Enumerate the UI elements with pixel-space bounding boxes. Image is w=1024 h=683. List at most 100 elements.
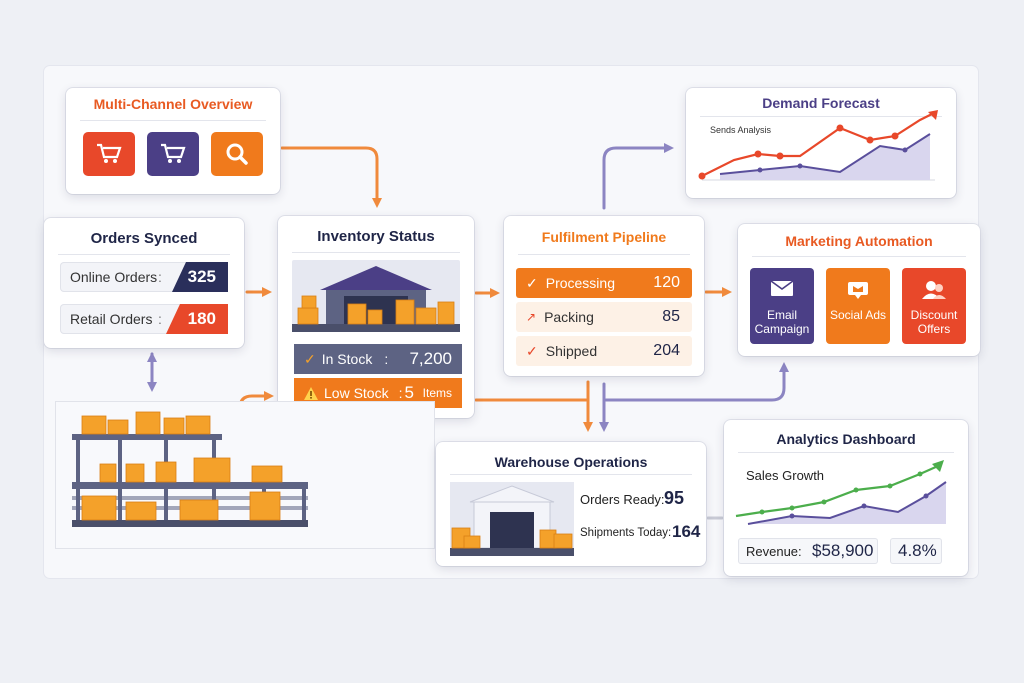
fulfilment-pipeline-title: Fulfilment Pipeline xyxy=(541,229,667,245)
separator: : xyxy=(398,385,403,401)
online-orders-row[interactable]: Online Orders : 325 xyxy=(60,262,228,292)
sales-point xyxy=(923,493,929,499)
retail-orders-row[interactable]: Retail Orders : 180 xyxy=(60,304,228,334)
check-icon: ✓ xyxy=(304,350,316,367)
retail-orders-label: Retail Orders xyxy=(70,311,153,327)
orders-ready-row[interactable]: Orders Ready: 95 xyxy=(580,488,696,512)
marketing-automation-title: Marketing Automation xyxy=(785,233,933,249)
arrow-up-icon xyxy=(928,110,938,120)
inventory-status-card: Inventory Status ✓ In Stock : 7,200 Low … xyxy=(278,216,474,418)
packing-value: 85 xyxy=(662,308,680,325)
trend-icon: ↗ xyxy=(526,310,537,324)
separator: : xyxy=(158,269,162,285)
divider xyxy=(450,474,692,475)
arrow-to-marketing xyxy=(604,362,789,402)
orders-ready-value: 95 xyxy=(664,488,685,508)
orders-ready-label: Orders Ready: xyxy=(580,492,665,507)
orders-synced-card: Orders Synced Online Orders : 325 Retail… xyxy=(44,218,244,348)
low-stock-unit: Items xyxy=(422,386,452,400)
packing-label: Packing xyxy=(544,309,594,325)
forecast-series-red xyxy=(701,111,937,177)
forecast-point xyxy=(836,124,844,132)
percent-value: 4.8% xyxy=(898,541,937,560)
search-button[interactable] xyxy=(211,132,263,176)
check-icon: ✓ xyxy=(526,274,538,291)
storage-shelves-illustration xyxy=(72,411,308,527)
people-icon xyxy=(922,281,946,299)
inventory-status-title: Inventory Status xyxy=(317,228,435,245)
sales-point xyxy=(853,487,859,493)
cart-button-purple[interactable] xyxy=(147,132,199,176)
megaphone-icon xyxy=(848,282,868,299)
in-stock-value: 7,200 xyxy=(409,349,452,368)
shipments-today-row[interactable]: Shipments Today: 164 xyxy=(580,522,702,546)
social-ads-label: Social Ads xyxy=(829,308,887,322)
envelope-icon xyxy=(770,280,794,296)
online-orders-value: 325 xyxy=(187,267,216,286)
cart-icon xyxy=(161,143,186,163)
forecast-point xyxy=(698,172,706,180)
analytics-dashboard-card: Analytics Dashboard Sales Growth Revenue… xyxy=(724,420,968,576)
forecast-line-chart xyxy=(698,110,938,181)
shipped-row[interactable]: ✓ Shipped 204 xyxy=(516,336,692,366)
divider xyxy=(700,116,942,117)
multi-channel-card: Multi-Channel Overview xyxy=(66,88,280,194)
email-campaign-tile[interactable]: Email Campaign xyxy=(750,268,814,344)
packing-row[interactable]: ↗ Packing 85 xyxy=(516,302,692,332)
warehouse-operations-card: Warehouse Operations Orders Ready: 95 Sh… xyxy=(436,442,706,566)
warning-icon xyxy=(304,386,318,400)
arrow-to-forecast xyxy=(602,143,674,210)
forecast-point xyxy=(866,136,874,144)
retail-orders-badge: 180 xyxy=(166,304,228,334)
forecast-point xyxy=(902,147,908,153)
in-stock-row[interactable]: ✓ In Stock : 7,200 xyxy=(294,344,462,374)
processing-value: 120 xyxy=(653,274,680,291)
arrow-up-icon xyxy=(932,460,944,472)
discount-offers-tile[interactable]: Discount Offers xyxy=(902,268,966,344)
marketing-automation-card: Marketing Automation Email Campaign Soci… xyxy=(738,224,980,356)
email-campaign-label: Email Campaign xyxy=(754,308,810,336)
divider xyxy=(752,256,966,257)
sales-point xyxy=(861,503,867,509)
cart-button-red[interactable] xyxy=(83,132,135,176)
low-stock-value: 5 xyxy=(404,383,414,402)
online-orders-label: Online Orders xyxy=(70,269,158,285)
forecast-area xyxy=(720,134,930,180)
demand-forecast-title: Demand Forecast xyxy=(762,95,880,111)
sales-area xyxy=(748,482,946,524)
sales-point xyxy=(887,483,893,489)
separator: : xyxy=(158,311,162,327)
divider xyxy=(80,120,266,121)
divider xyxy=(518,254,690,255)
divider xyxy=(292,252,460,253)
fulfilment-pipeline-card: Fulfilment Pipeline ✓ Processing 120 ↗ P… xyxy=(504,216,704,376)
revenue-box[interactable]: Revenue: $58,900 xyxy=(738,538,878,564)
forecast-point xyxy=(754,150,762,158)
check-icon: ✓ xyxy=(526,342,538,359)
forecast-point xyxy=(797,163,803,169)
shelves-panel xyxy=(56,402,434,548)
online-orders-badge: 325 xyxy=(172,262,228,292)
discount-offers-label: Discount Offers xyxy=(910,308,958,336)
sales-series-green xyxy=(735,464,939,518)
shipments-today-value: 164 xyxy=(672,522,701,541)
revenue-label: Revenue: xyxy=(746,544,802,559)
social-ads-tile[interactable]: Social Ads xyxy=(826,268,890,344)
orders-synced-title: Orders Synced xyxy=(90,230,198,247)
processing-row[interactable]: ✓ Processing 120 xyxy=(516,268,692,298)
warehouse-illustration xyxy=(292,260,460,332)
shipments-today-label: Shipments Today: xyxy=(580,527,672,539)
percent-box[interactable]: 4.8% xyxy=(890,538,942,564)
sales-point xyxy=(759,509,765,515)
forecast-point xyxy=(891,132,899,140)
sales-point xyxy=(789,513,795,519)
shipped-value: 204 xyxy=(653,342,680,359)
multi-channel-title: Multi-Channel Overview xyxy=(93,96,253,112)
divider xyxy=(738,452,954,453)
analytics-dashboard-title: Analytics Dashboard xyxy=(776,431,916,447)
forecast-chart-label: Sends Analysis xyxy=(710,125,772,135)
in-stock-label: In Stock xyxy=(321,351,373,367)
warehouse-operations-title: Warehouse Operations xyxy=(494,454,648,470)
search-icon xyxy=(226,143,248,165)
